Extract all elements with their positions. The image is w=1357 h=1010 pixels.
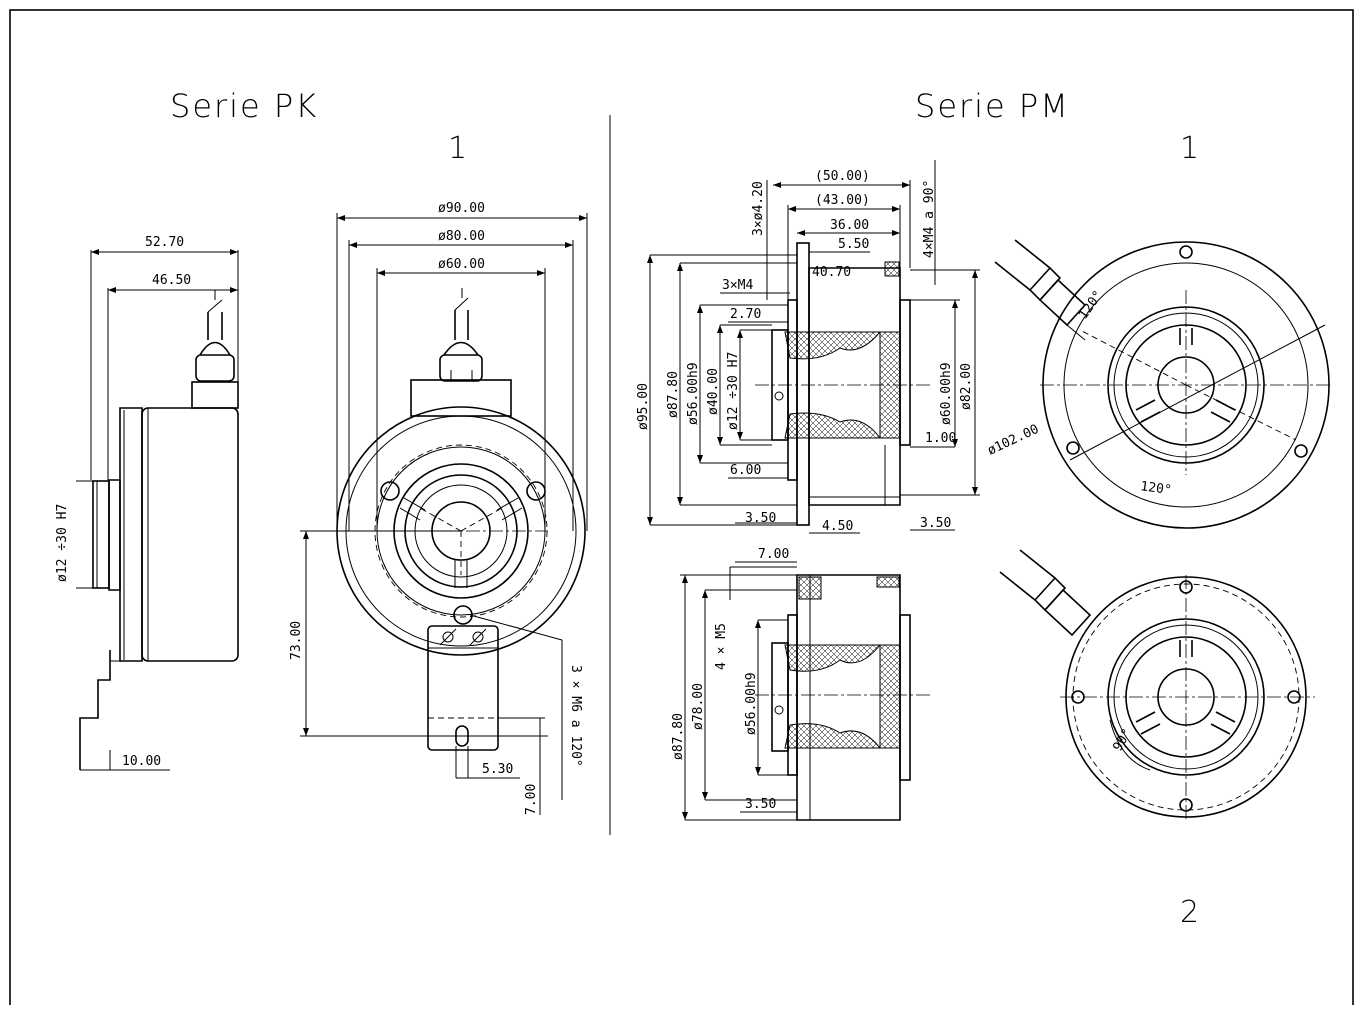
dim-pm-4xm4: 4×M4 a 90° (922, 180, 937, 258)
dim-pm-4-50: 4.50 (822, 519, 853, 534)
dim-pm2-3-50: 3.50 (745, 797, 776, 812)
pk-front-view (336, 288, 586, 751)
dim-pk-m6: 3 × M6 a 120° (568, 665, 583, 767)
dim-pm-d95: ø95.00 (636, 383, 651, 430)
dim-pm-120b: 120° (1139, 479, 1172, 498)
pm-front-view-1 (994, 239, 1330, 529)
dim-pm-3-50b: 3.50 (920, 516, 951, 531)
dim-pm2-d78: ø78.00 (691, 683, 706, 730)
view-number-pk: 1 (448, 131, 467, 166)
pm-section-view-2 (755, 574, 930, 821)
dim-pk-7-00: 7.00 (524, 784, 539, 815)
dim-pm-d40: ø40.00 (706, 368, 721, 415)
dim-pm-d82: ø82.00 (959, 363, 974, 410)
dim-pk-bore: ø12 ÷30 H7 (55, 504, 70, 582)
sheet-border (9, 9, 1354, 1010)
dim-pm-d56: ø56.00h9 (686, 362, 701, 425)
title-serie-pm: Serie PM (915, 87, 1070, 125)
dim-pk-d90: ø90.00 (438, 201, 485, 216)
dim-pm-43: (43.00) (815, 193, 870, 208)
pm-section-view-1 (755, 242, 930, 526)
dim-pm-2-70: 2.70 (730, 307, 761, 322)
dim-pk-5-30: 5.30 (482, 762, 513, 777)
dim-pk-46-50: 46.50 (152, 273, 191, 288)
dim-pm2-m5: 4 × M5 (714, 623, 729, 670)
view-number-pm-2: 2 (1180, 895, 1199, 930)
pm-front-view-2 (999, 549, 1315, 820)
dim-pm-bore: ø12 ÷30 H7 (726, 352, 741, 430)
dim-pm-d60: ø60.00h9 (939, 362, 954, 425)
pk-side-view (79, 290, 239, 770)
view-number-pm-1: 1 (1180, 131, 1199, 166)
dim-pm-50: (50.00) (815, 169, 870, 184)
dim-pm2-7-00: 7.00 (758, 547, 789, 562)
dim-pm2-d56: ø56.00h9 (744, 672, 759, 735)
dim-pm-5-50: 5.50 (838, 237, 869, 252)
dim-pk-52-70: 52.70 (145, 235, 184, 250)
dim-pk-d80: ø80.00 (438, 229, 485, 244)
dim-pm2-d87-80: ø87.80 (671, 713, 686, 760)
dim-pm-d102: ø102.00 (985, 422, 1041, 459)
dim-pm-1-00: 1.00 (925, 431, 956, 446)
dim-pm-3xm4: 3×M4 (722, 278, 753, 293)
pm-section-view-2-dims (680, 561, 797, 821)
dim-pm-d87-80: ø87.80 (666, 371, 681, 418)
pk-front-dimensions (300, 213, 588, 815)
dim-pm-90: 90° (1110, 726, 1135, 754)
dim-pm-120a: 120° (1076, 288, 1106, 322)
dim-pm-6-00: 6.00 (730, 463, 761, 478)
pk-side-dimensions (76, 249, 239, 771)
dim-pm-36: 36.00 (830, 218, 869, 233)
dim-pm-3-50a: 3.50 (745, 511, 776, 526)
pm-section-view-1-dims (647, 160, 980, 534)
dim-pk-d60: ø60.00 (438, 257, 485, 272)
dim-pk-73-00: 73.00 (289, 621, 304, 660)
title-serie-pk: Serie PK (170, 87, 318, 125)
dim-pm-3xd4-20: 3×ø4.20 (751, 181, 766, 236)
dim-pm-40-70: 40.70 (812, 265, 851, 280)
dim-pk-10-00: 10.00 (122, 754, 161, 769)
